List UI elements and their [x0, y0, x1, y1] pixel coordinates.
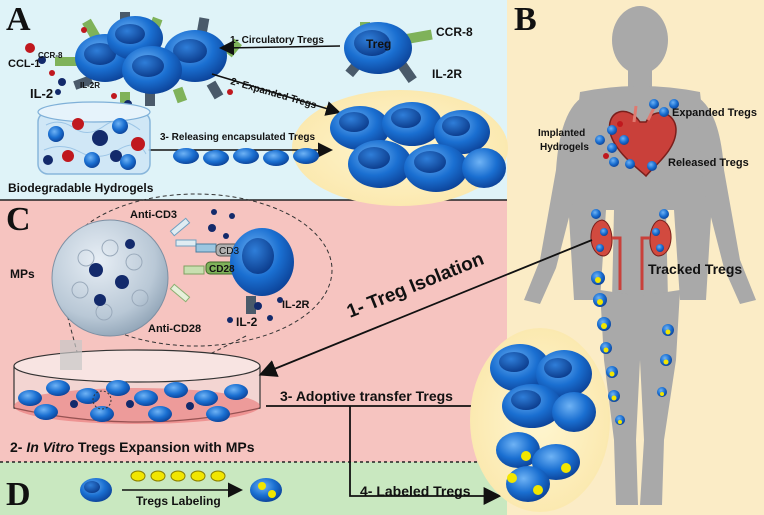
il2-label-c: IL-2 — [236, 315, 258, 329]
expansion-label: 2- In Vitro Tregs Expansion with MPs — [10, 439, 255, 455]
cd3-label: CD3 — [219, 246, 239, 257]
il2r-label-c: IL-2R — [282, 299, 310, 311]
tracked-tregs-label: Tracked Tregs — [648, 261, 742, 277]
treg-label: Treg — [366, 37, 391, 51]
ccr8-label: CCR-8 — [436, 25, 473, 39]
dish-cells — [18, 380, 248, 422]
labeled-treg-d — [250, 478, 282, 502]
il2r-small-label: IL-2R — [80, 81, 100, 90]
released-tregs-icon-b — [609, 157, 657, 171]
anti-cd28-label: Anti-CD28 — [148, 323, 201, 335]
released-tregs-row — [173, 148, 319, 166]
tregs-labeling-label: Tregs Labeling — [136, 494, 221, 508]
expanded-treg-mass — [330, 102, 506, 192]
arrow3-label: 3- Releasing encapsulated Tregs — [160, 132, 315, 143]
hydrogel-block — [37, 101, 151, 175]
anti-cd3-label: Anti-CD3 — [130, 209, 177, 221]
biodegradable-hydrogels-label: Biodegradable Hydrogels — [8, 181, 154, 195]
il2r-label: IL-2R — [432, 67, 462, 81]
arrow1-label: 1- Circulatory Tregs — [230, 35, 324, 46]
expanded-tregs-label-b: Expanded Tregs — [672, 107, 757, 119]
implanted-label-line1: Implanted — [538, 128, 585, 139]
arrow-circulatory-tregs — [219, 40, 341, 56]
kidneys — [590, 209, 672, 290]
panel-c-letter: C — [6, 201, 31, 238]
transferred-tregs-cluster — [490, 344, 596, 502]
released-tregs-label-b: Released Tregs — [668, 157, 749, 169]
il2-dots-c — [208, 209, 283, 323]
tracked-tregs-trail — [591, 271, 674, 449]
il2-label: IL-2 — [30, 86, 53, 101]
microparticle — [51, 219, 169, 337]
adoptive-transfer-label: 3- Adoptive transfer Tregs — [280, 388, 453, 404]
unlabeled-treg-d — [80, 478, 112, 502]
arrow-treg-isolation — [258, 239, 593, 377]
single-treg-cell — [344, 22, 433, 84]
panel-d-letter: D — [6, 476, 31, 513]
label-particles — [130, 470, 226, 482]
cd28-label: CD28 — [209, 264, 235, 275]
implanted-hydrogel-cells — [595, 121, 629, 159]
arrow-labeled-tregs — [349, 406, 502, 505]
ccl1-label: CCL-1 — [8, 58, 40, 70]
treg-cell-c — [230, 228, 294, 296]
expanded-tregs-icon-b — [649, 99, 679, 117]
heart-organ — [608, 103, 677, 178]
labeled-tregs-label: 4- Labeled Tregs — [360, 483, 471, 499]
treg-cluster-receptors — [55, 12, 242, 108]
implanted-label-line2: Hydrogels — [540, 142, 589, 153]
ccr8-small-label: CCR-8 — [38, 51, 63, 60]
mps-label: MPs — [10, 267, 35, 281]
arrow-expanded-tregs — [211, 73, 341, 116]
panel-a-letter: A — [6, 1, 31, 38]
panel-b-letter: B — [514, 1, 537, 38]
circulating-treg-cluster — [75, 16, 227, 94]
